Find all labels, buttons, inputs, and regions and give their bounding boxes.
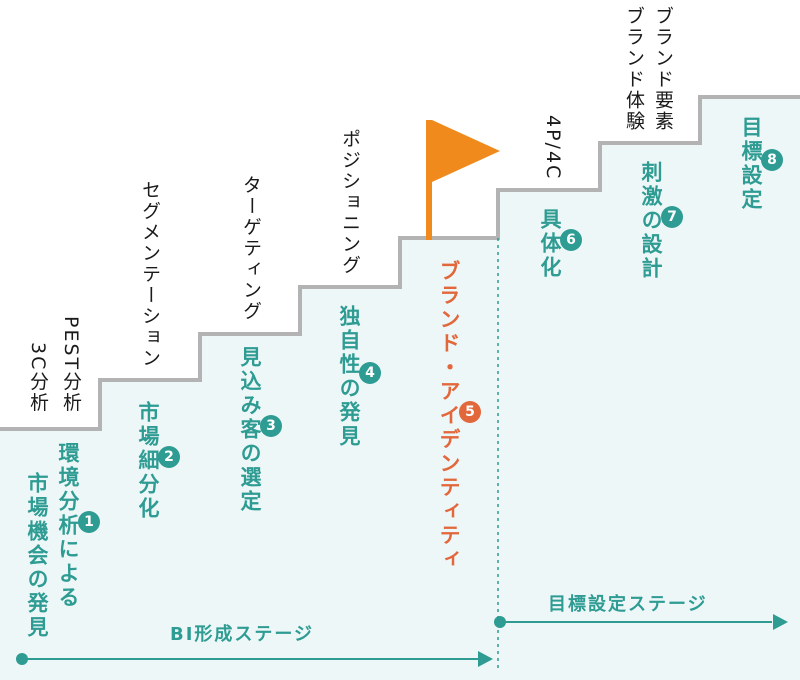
step-1-title: 環境分析による — [56, 442, 80, 610]
step-3-number-badge: 3 — [260, 415, 282, 437]
flag-icon — [426, 120, 500, 240]
step-2-title: 市場細分化 — [136, 401, 160, 521]
step-7-method-2: ブランド体験 — [623, 6, 645, 132]
step-4-number-badge: 4 — [359, 362, 381, 384]
step-7-method-1: ブランド要素 — [652, 6, 674, 132]
step-1-method-1: PEST分析 — [60, 315, 82, 413]
step-1-number-badge: 1 — [78, 511, 100, 533]
step-3-title: 見込み客の選定 — [238, 346, 262, 514]
step-5-title: ブランド・アイデンティティ — [437, 260, 461, 572]
step-2-number-badge: 2 — [158, 446, 180, 468]
stage-label-goal: 目標設定ステージ — [548, 594, 708, 615]
step-7-number-badge: 7 — [661, 206, 683, 228]
staircase-outline — [0, 95, 800, 431]
step-7-title: 刺激の設計 — [639, 161, 663, 281]
step-2-method-1: セグメンテーション — [139, 180, 161, 369]
step-5-number-badge: 5 — [459, 401, 481, 423]
stage-label-bi: BI形成ステージ — [170, 624, 315, 645]
goal-stage-arrow — [494, 614, 788, 630]
staircase-fill — [0, 97, 800, 680]
step-3-method-1: ターゲティング — [240, 175, 262, 322]
bi-stage-arrow — [16, 651, 493, 667]
step-4-method-1: ポジショニング — [339, 129, 361, 276]
step-1-label-line-2: 市場機会の発見 — [25, 472, 49, 640]
step-8-title: 目標設定 — [739, 116, 763, 212]
step-6-number-badge: 6 — [560, 229, 582, 251]
step-6-title: 具体化 — [538, 208, 562, 280]
step-8-number-badge: 8 — [761, 149, 783, 171]
step-1-title: 市場機会の発見 — [25, 472, 49, 640]
step-1-method-2: 3C分析 — [27, 341, 49, 413]
step-4-title: 独自性の発見 — [337, 305, 361, 449]
step-6-method-1: 4P/4C — [542, 114, 564, 180]
